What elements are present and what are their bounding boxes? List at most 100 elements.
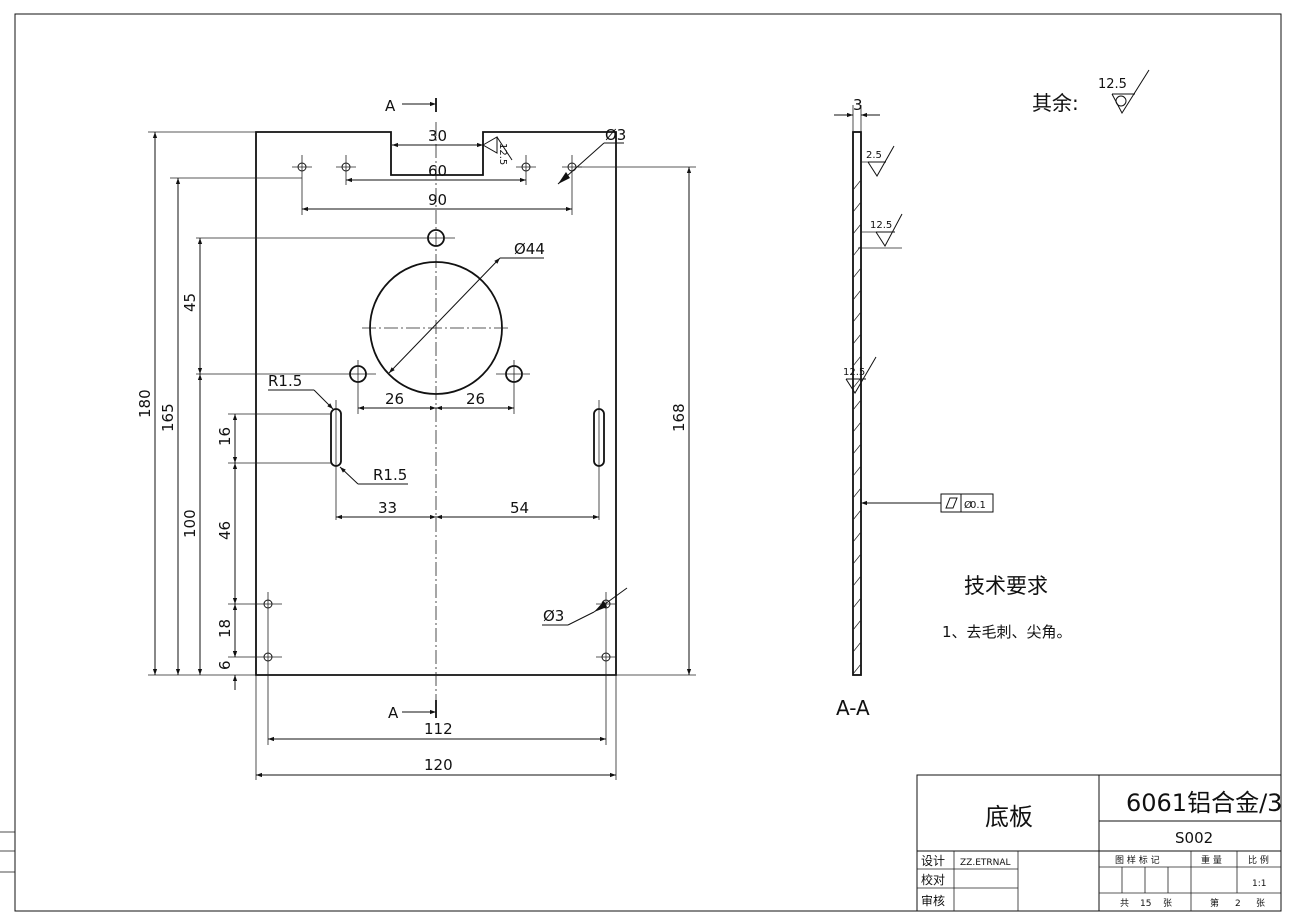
svg-text:R1.5: R1.5 <box>373 466 407 484</box>
check-label: 校对 <box>921 872 945 887</box>
default-finish-label: 其余: <box>1032 91 1079 115</box>
svg-text:120: 120 <box>424 756 453 774</box>
dim-26-left: 26 <box>358 390 436 411</box>
hatch-line <box>852 597 862 609</box>
svg-text:46: 46 <box>216 521 234 540</box>
hatch-line <box>852 399 862 411</box>
hatch-line <box>852 289 862 301</box>
svg-text:Ø44: Ø44 <box>514 240 545 258</box>
dim-46: 46 <box>216 463 238 604</box>
dim-dia44: Ø44 <box>388 240 545 374</box>
hatch-line <box>852 377 862 389</box>
part-name: 底板 <box>985 803 1033 831</box>
svg-text:18: 18 <box>216 619 234 638</box>
right-slot <box>593 400 605 520</box>
section-profile <box>852 131 862 676</box>
drawing-border <box>14 13 1282 912</box>
finish-symbol-1: 2.5 <box>861 145 895 177</box>
flatness-value: 0.1 <box>970 500 986 511</box>
dim-33: 33 <box>336 499 436 520</box>
flatness-dia: Ø <box>964 499 972 511</box>
dim-r15-upper: R1.5 <box>268 372 334 410</box>
drawing-number: S002 <box>1175 829 1213 847</box>
finish-symbol-2: 12.5 <box>858 213 903 249</box>
hatch-line <box>852 487 862 499</box>
svg-text:112: 112 <box>424 720 453 738</box>
left-slot <box>330 400 342 520</box>
title-block: 底板 6061铝合金/3 S002 设计 ZZ.ETRNAL 校对 审核 图 样… <box>916 774 1282 912</box>
hatch-line <box>852 245 862 257</box>
default-finish-note: 其余: 12.5 <box>1032 69 1150 115</box>
finish-symbol-3: 12.5 <box>843 356 877 394</box>
hatch-line <box>852 641 862 653</box>
svg-text:12.5: 12.5 <box>843 367 865 378</box>
svg-text:12.5: 12.5 <box>870 220 892 231</box>
finish-top-slot: 12.5 <box>481 136 513 165</box>
dim-45: 45 <box>181 238 203 374</box>
top-small-holes <box>292 155 582 215</box>
dim-112: 112 <box>268 720 606 742</box>
dim-90: 90 <box>302 191 572 212</box>
scale-label: 比 例 <box>1248 854 1269 866</box>
hatch-line <box>852 333 862 345</box>
sheet-unit: 张 <box>1163 898 1172 909</box>
section-view-label: A-A <box>836 696 870 720</box>
svg-text:60: 60 <box>428 162 447 180</box>
dim-18: 18 <box>216 604 238 657</box>
hatch-line <box>852 201 862 213</box>
hatch-line <box>852 223 862 235</box>
sheet-unit-2: 张 <box>1256 898 1265 909</box>
section-cut-bottom: A <box>388 700 437 722</box>
section-marker-top: A <box>385 97 396 115</box>
svg-text:90: 90 <box>428 191 447 209</box>
svg-text:180: 180 <box>136 389 154 418</box>
weight-label: 重 量 <box>1201 854 1222 866</box>
dim-120: 120 <box>256 756 616 778</box>
dim-r15-lower: R1.5 <box>339 466 408 485</box>
svg-text:6: 6 <box>216 660 234 670</box>
material-label: 6061铝合金/3 <box>1126 789 1282 817</box>
total-label: 共 <box>1120 898 1129 909</box>
svg-text:2.5: 2.5 <box>866 150 882 161</box>
dim-180: 180 <box>136 132 158 675</box>
hatch-line <box>852 553 862 565</box>
sheet-number: 2 <box>1235 899 1241 909</box>
hatch-line <box>852 421 862 433</box>
dim-dia3-top: Ø3 <box>557 126 626 185</box>
designer-name: ZZ.ETRNAL <box>960 858 1011 868</box>
svg-text:165: 165 <box>159 403 177 432</box>
design-label: 设计 <box>921 854 945 868</box>
dim-16: 16 <box>216 414 238 463</box>
svg-text:16: 16 <box>216 427 234 446</box>
svg-text:100: 100 <box>181 509 199 538</box>
technical-requirements: 技术要求 1、去毛刺、尖角。 <box>942 574 1072 641</box>
hatch-line <box>852 465 862 477</box>
svg-text:54: 54 <box>510 499 529 517</box>
svg-text:33: 33 <box>378 499 397 517</box>
dim-60: 60 <box>346 162 526 183</box>
svg-text:R1.5: R1.5 <box>268 372 302 390</box>
hatch-line <box>852 311 862 323</box>
hatch-line <box>852 509 862 521</box>
hatch-line <box>852 663 862 675</box>
total-sheets: 15 <box>1140 899 1151 909</box>
svg-text:Ø3: Ø3 <box>543 607 564 625</box>
main-view: A A <box>136 97 696 780</box>
scale-value: 1:1 <box>1252 879 1266 889</box>
tech-req-title: 技术要求 <box>964 574 1048 598</box>
dim-thickness-3: 3 <box>834 96 880 132</box>
stage-mark-label: 图 样 标 记 <box>1115 854 1160 866</box>
dim-165: 165 <box>159 178 181 675</box>
tech-req-item-1: 1、去毛刺、尖角。 <box>942 623 1072 641</box>
svg-text:12.5: 12.5 <box>497 143 508 165</box>
svg-text:3: 3 <box>853 96 863 114</box>
section-marker-bottom: A <box>388 704 399 722</box>
dim-54: 54 <box>436 499 599 520</box>
hatch-line <box>852 267 862 279</box>
hatch-line <box>852 575 862 587</box>
hatch-line <box>852 355 862 367</box>
hatch-line <box>852 179 862 191</box>
section-view: 3 2.5 12.5 12.5 0.1 Ø A-A <box>834 69 1150 720</box>
default-finish-value: 12.5 <box>1098 77 1127 92</box>
